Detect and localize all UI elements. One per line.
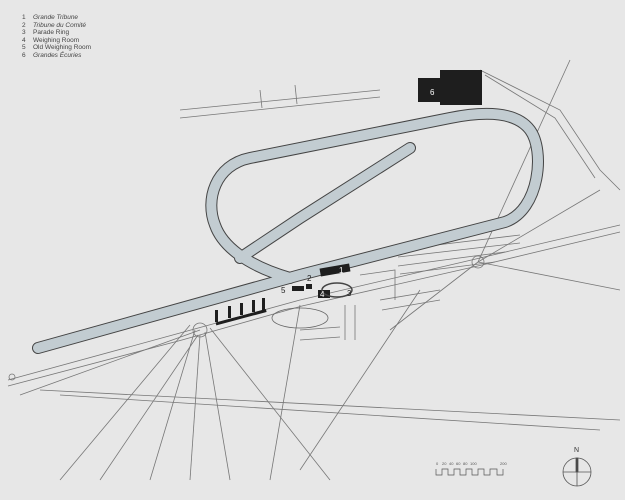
map-label-1: 1 (339, 266, 344, 275)
legend-number: 6 (22, 51, 26, 59)
legend-label: Tribune du Comité (33, 21, 86, 29)
scale-tick: 60 (456, 461, 461, 466)
parade-ring (321, 282, 353, 298)
north-arrow-icon (562, 457, 592, 487)
legend: 1 Grande Tribune 2 Tribune du Comité 3 Para… (22, 14, 91, 60)
scale-bar (435, 468, 504, 476)
legend-number: 2 (22, 21, 26, 29)
legend-label: Parade Ring (33, 29, 70, 37)
roundabout-east (471, 255, 485, 269)
buildings (215, 70, 482, 326)
scale-tick: 200 (500, 461, 507, 466)
map-number-labels: 1 2 3 4 5 6 (281, 88, 435, 299)
legend-label: Grande Tribune (33, 14, 79, 21)
legend-item: 2 Tribune du Comité (22, 22, 91, 30)
map-label-5: 5 (281, 286, 286, 295)
legend-item: 6 Grandes Écuries (22, 52, 91, 60)
north-label: N (574, 447, 580, 454)
map-label-2: 2 (307, 274, 312, 283)
legend-label: Old Weighing Room (33, 44, 92, 52)
old-weighing-arc (271, 307, 329, 329)
scale-tick: 80 (463, 461, 468, 466)
legend-item: 4 Weighing Room (22, 37, 91, 45)
map-label-4: 4 (320, 290, 325, 299)
legend-item: 1 Grande Tribune (22, 14, 91, 22)
legend-number: 5 (22, 44, 26, 52)
legend-item: 3 Parade Ring (22, 29, 91, 37)
racetrack (32, 107, 544, 354)
legend-item: 5 Old Weighing Room (22, 44, 91, 52)
legend-label: Weighing Room (33, 36, 80, 44)
scale-labels: 0 20 40 60 80 100 200 (436, 461, 507, 467)
scale-tick: 40 (449, 461, 454, 466)
scale-tick: 100 (470, 461, 477, 466)
legend-number: 4 (22, 36, 26, 44)
legend-number: 3 (22, 29, 26, 37)
map-label-3: 3 (347, 289, 352, 298)
scale-tick: 20 (442, 461, 447, 466)
map-label-6: 6 (430, 88, 435, 97)
roads (7, 59, 621, 481)
legend-label: Grandes Écuries (33, 51, 82, 59)
legend-number: 1 (22, 14, 26, 21)
roundabout-west (192, 322, 208, 338)
roundabout-far-west (8, 373, 16, 381)
scale-tick: 0 (436, 461, 439, 466)
